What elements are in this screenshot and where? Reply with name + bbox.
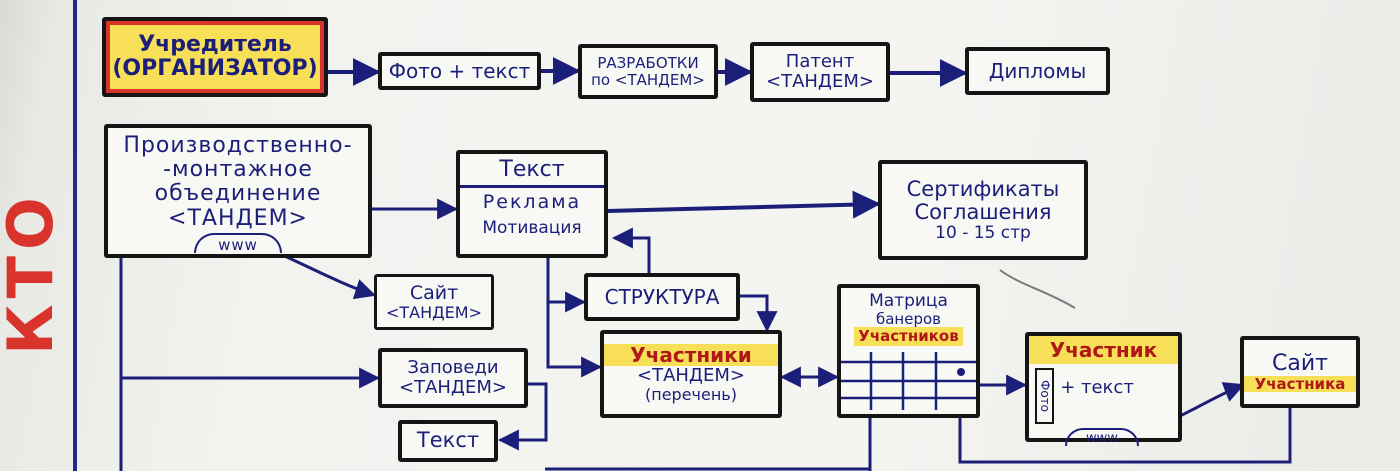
patent-line1: Патент xyxy=(785,51,855,73)
arrow-structure-participants xyxy=(740,294,778,333)
text-block-row2: Мотивация xyxy=(482,218,582,239)
association-line4: <ТАНДЕМ> xyxy=(168,205,308,231)
node-text-block: Текст Реклама Мотивация xyxy=(456,150,608,258)
developments-line2: по <ТАНДЕМ> xyxy=(591,70,705,89)
diplomas-label: Дипломы xyxy=(988,59,1087,83)
text-block-title: Текст xyxy=(460,154,604,189)
node-site-tandem: Сайт <ТАНДЕМ> xyxy=(374,274,494,330)
node-association: Производственно- -монтажное объединение … xyxy=(104,124,372,258)
association-line1: Производственно- xyxy=(123,133,353,158)
participant-www: www xyxy=(1065,428,1139,447)
matrix-grid xyxy=(841,351,976,410)
node-text-small: Текст xyxy=(398,420,498,462)
certificates-line2: Соглашения xyxy=(914,199,1052,224)
arrow-text-structure xyxy=(546,258,587,313)
founder-line1: Учредитель xyxy=(138,31,292,57)
node-participant-site: Сайт Участника xyxy=(1240,336,1360,408)
node-commandments: Заповеди <ТАНДЕМ> xyxy=(378,348,528,408)
node-participant: Участник Фото + текст www xyxy=(1025,332,1182,447)
node-photo-text: Фото + текст xyxy=(378,52,541,90)
participants-line3: (перечень) xyxy=(645,385,737,405)
node-diplomas: Дипломы xyxy=(965,47,1110,95)
text-small-label: Текст xyxy=(416,428,480,453)
certificates-line1: Сертификаты xyxy=(906,176,1060,201)
participant-text: + текст xyxy=(1060,377,1134,398)
matrix-line2: банеров xyxy=(875,309,942,328)
association-line2: -монтажное xyxy=(163,157,313,183)
founder-line2: (ОРГАНИЗАТОР) xyxy=(112,56,318,81)
patent-line2: <ТАНДЕМ> xyxy=(766,71,874,92)
structure-label: СТРУКТУРА xyxy=(604,285,720,309)
site-tandem-line2: <ТАНДЕМ> xyxy=(386,302,482,322)
arrow-text-participants xyxy=(546,302,603,378)
participant-photo: Фото xyxy=(1035,368,1055,424)
participant-site-line2: Участника xyxy=(1244,376,1356,393)
text-block-row1: Реклама xyxy=(482,191,582,214)
certificates-line3: 10 - 15 стр xyxy=(935,222,1031,243)
arrow-text-certificates xyxy=(607,190,881,219)
node-founder: Учредитель (ОРГАНИЗАТОР) xyxy=(102,17,328,97)
pencil-scribble xyxy=(999,269,1076,309)
matrix-line1: Матрица xyxy=(869,291,948,311)
participant-site-line1: Сайт xyxy=(1272,350,1328,376)
participants-line1: Участники xyxy=(604,344,778,367)
arrow-association-commandments xyxy=(119,258,381,389)
bottom-line-right xyxy=(958,408,1292,464)
node-participants: Участники <ТАНДЕМ> (перечень) xyxy=(600,330,782,418)
participant-title: Участник xyxy=(1029,336,1178,364)
node-certificates: Сертификаты Соглашения 10 - 15 стр xyxy=(878,160,1088,260)
site-tandem-line1: Сайт xyxy=(409,281,459,304)
node-structure: СТРУКТУРА xyxy=(584,273,740,321)
node-patent: Патент <ТАНДЕМ> xyxy=(750,42,890,102)
node-matrix: Матрица банеров Участников xyxy=(837,284,980,418)
arrow-structure-text xyxy=(611,227,651,273)
developments-line1: РАЗРАБОТКИ xyxy=(597,54,699,72)
matrix-line3: Участников xyxy=(854,327,963,346)
margin-line xyxy=(73,0,77,471)
commandments-line1: Заповеди xyxy=(407,357,499,379)
association-www: www xyxy=(194,232,282,254)
participants-line2: <ТАНДЕМ> xyxy=(637,365,745,387)
photo-text-label: Фото + текст xyxy=(388,59,531,83)
association-line3: объединение xyxy=(154,181,322,207)
commandments-line2: <ТАНДЕМ> xyxy=(399,377,507,398)
arrow-commandments-text xyxy=(497,382,548,451)
node-developments: РАЗРАБОТКИ по <ТАНДЕМ> xyxy=(578,44,718,99)
